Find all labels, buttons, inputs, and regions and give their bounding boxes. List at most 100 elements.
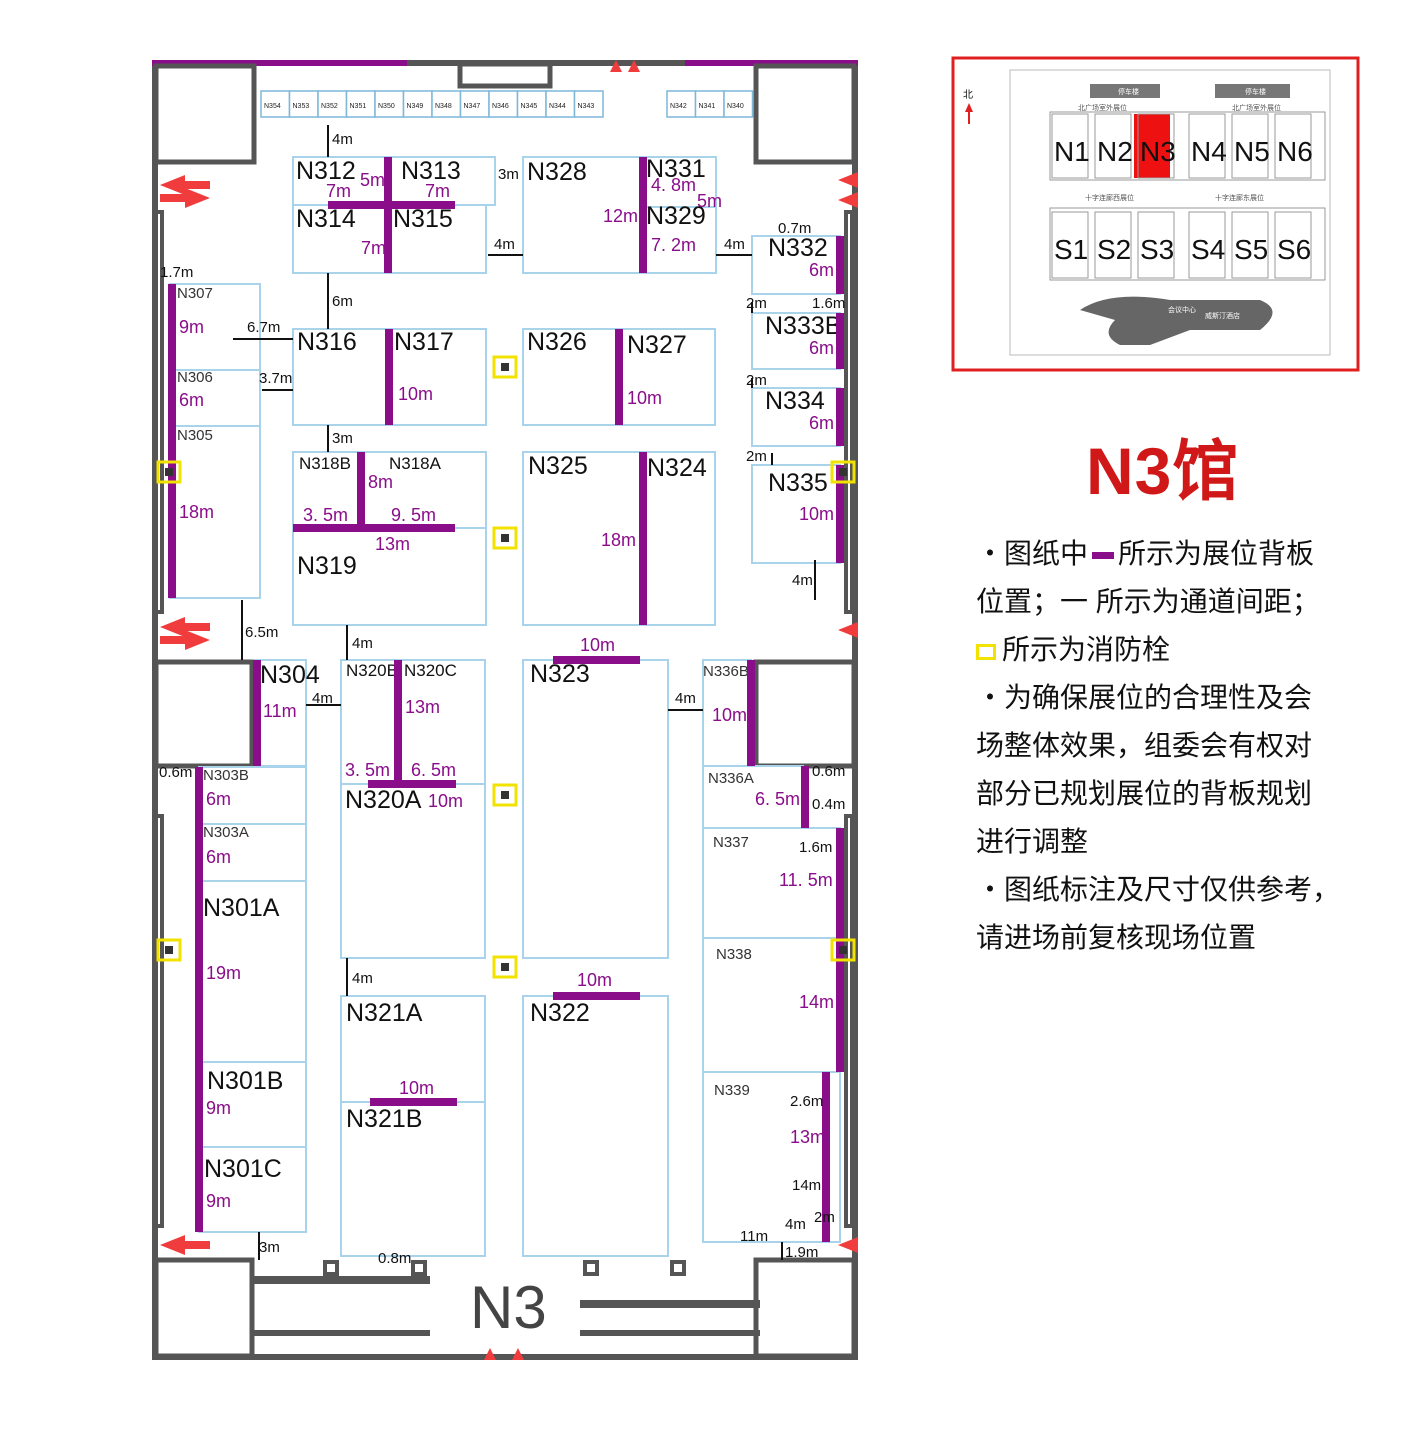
top-booth-label: N346 (492, 103, 509, 110)
north-label: 北 (963, 89, 973, 101)
top-booth-label: N345 (521, 103, 538, 110)
exit-arrow-icon (838, 192, 858, 208)
booth[interactable] (751, 464, 841, 564)
booth[interactable] (169, 283, 261, 371)
aisle-dimension-label: 2m (814, 1209, 835, 1226)
booth-label: N316 (297, 328, 357, 356)
booth[interactable] (522, 328, 620, 426)
booth[interactable] (751, 312, 841, 370)
aisle-dimension-label: 2m (746, 372, 767, 389)
booth[interactable] (292, 328, 390, 426)
booth-label: N326 (527, 328, 587, 356)
booth[interactable] (388, 328, 487, 426)
booth-label: N318B (299, 454, 351, 473)
backboard-length-label: 9. 5m (391, 505, 436, 525)
backboard-length-label: 3. 5m (303, 505, 348, 525)
minimap-hall (1137, 211, 1175, 279)
booth-label: N314 (296, 205, 356, 233)
aisle-dimension-label: 0.7m (778, 220, 811, 237)
minimap-hall-label: S4 (1191, 234, 1225, 265)
booth[interactable] (198, 1061, 307, 1148)
minimap-hall-label: N2 (1097, 136, 1133, 167)
aisle-dimension-label: 1.6m (799, 839, 832, 856)
booth-label: N320C (404, 661, 457, 680)
booth-label: N336A (708, 770, 754, 787)
backboard-length-label: 6. 5m (411, 760, 456, 780)
booth-label: N317 (394, 328, 454, 356)
booth-label: N323 (530, 660, 590, 688)
hydrant-core (839, 468, 847, 476)
booth[interactable] (702, 937, 841, 1073)
booth[interactable] (642, 206, 717, 274)
corridor-west-label: 十字连廊西展位 (1085, 193, 1134, 202)
minimap-hall (1231, 211, 1269, 279)
note-line-6: 部分已规划展位的背板规划 (976, 778, 1313, 809)
minimap-hall-label: N4 (1191, 136, 1227, 167)
aisle-dimension-label: 3m (498, 166, 519, 183)
exit-arrow-icon (484, 1348, 496, 1360)
conference-center-label: 会议中心 (1168, 305, 1196, 314)
fire-hydrant-icon (156, 938, 182, 962)
booth[interactable] (702, 765, 804, 829)
booth-label: N336B (703, 663, 749, 680)
hydrant-core (501, 363, 509, 371)
booth[interactable] (292, 527, 487, 626)
aisle-dimension-label: 6.7m (247, 319, 280, 336)
backboard-length-label: 10m (627, 388, 662, 408)
booth[interactable] (522, 995, 669, 1257)
booth[interactable] (387, 204, 487, 274)
booth[interactable] (340, 783, 486, 959)
booth[interactable] (702, 827, 841, 939)
backboard-length-label: 10m (398, 384, 433, 404)
booth[interactable] (340, 1101, 486, 1257)
aisle-dimension-label: 4m (352, 635, 373, 652)
minimap-hall (1188, 113, 1226, 179)
aisle-dimension-label: 4m (785, 1216, 806, 1233)
aisle-dimension-label: 11m (740, 1228, 768, 1245)
aisle-dimension-label: 2m (746, 295, 767, 312)
exit-arrow-icon (610, 60, 622, 72)
backboard-length-label: 6m (179, 390, 204, 410)
backboards (168, 157, 844, 1242)
backboard-swatch-icon (1092, 552, 1115, 560)
backboard-length-label: 10m (399, 1078, 434, 1098)
booth-label: N335 (768, 469, 828, 497)
booth-label: N301B (207, 1067, 283, 1095)
booth[interactable] (702, 1071, 841, 1243)
booth-label: N324 (647, 454, 707, 482)
booth[interactable] (198, 823, 307, 882)
hall-title: N3馆 (1086, 434, 1240, 508)
booth[interactable] (198, 1146, 307, 1233)
backboard-length-label: 7m (425, 181, 450, 201)
top-booth-label: N349 (407, 103, 424, 110)
top-booth (694, 90, 725, 118)
backboard-length-label: 7m (326, 181, 351, 201)
note-line-9: 请进场前复核现场位置 (976, 922, 1257, 953)
note-line-2: 位置；一 所示为通道间距； (976, 586, 1320, 617)
booth-label: N319 (297, 552, 357, 580)
minimap-hall-label: S5 (1234, 234, 1268, 265)
minimap-hall-label: S6 (1277, 234, 1311, 265)
parking-label: 停车楼 (1118, 87, 1139, 96)
booth[interactable] (522, 659, 669, 959)
backboard-length-label: 13m (790, 1127, 825, 1147)
backboard-length-label: 9m (206, 1191, 231, 1211)
minimap-hall-label: S1 (1054, 234, 1088, 265)
booth[interactable] (522, 451, 644, 626)
backboard-length-label: 5m (697, 191, 722, 211)
aisle-dimension-label: 1.6m (812, 295, 845, 312)
backboard-length-label: 10m (577, 970, 612, 990)
booth[interactable] (522, 156, 644, 274)
booth[interactable] (198, 880, 307, 1063)
booth-label: N301A (203, 894, 280, 922)
backboard-length-label: 7. 2m (651, 235, 696, 255)
aisle-dimension-label: 1.9m (785, 1244, 818, 1261)
booth[interactable] (169, 369, 261, 427)
top-booth (573, 90, 604, 118)
backboard-length-label: 6m (809, 260, 834, 280)
booth-label: N332 (768, 234, 828, 262)
backboard-length-label: 13m (405, 697, 440, 717)
